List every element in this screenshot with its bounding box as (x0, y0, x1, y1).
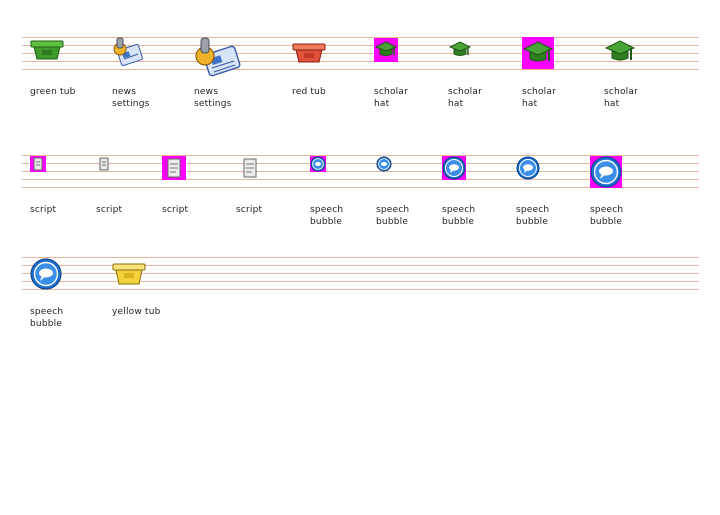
script-icon-small (96, 156, 112, 172)
speech-bubble-icon-16 (376, 156, 392, 172)
script-icon-large-magenta (162, 156, 186, 180)
red-tub-icon (292, 42, 326, 64)
icon-row-1-guides (22, 37, 699, 70)
label-speech-bubble-4: speech bubble (516, 205, 550, 227)
label-speech-bubble-2: speech bubble (376, 205, 410, 227)
speech-bubble-icon-32-magenta (590, 156, 622, 188)
label-speech-bubble-6: speech bubble (30, 307, 64, 329)
label-scholar-hat-2: scholar hat (448, 87, 482, 109)
label-script-1: script (30, 205, 57, 215)
script-icon-large (238, 156, 262, 180)
speech-bubble-icon-16-magenta (310, 156, 326, 172)
label-news-settings-large: news settings (194, 87, 232, 109)
speech-bubble-icon-24 (516, 156, 540, 180)
green-tub-icon (30, 39, 64, 61)
icon-row-3-guides (22, 257, 699, 290)
label-red-tub: red tub (292, 87, 326, 97)
label-script-3: script (162, 205, 189, 215)
script-icon-small-magenta (30, 156, 46, 172)
scholar-hat-icon-large (604, 38, 636, 68)
label-speech-bubble-1: speech bubble (310, 205, 344, 227)
news-settings-icon-large (192, 36, 244, 82)
speech-bubble-icon-32 (30, 258, 62, 290)
label-scholar-hat-4: scholar hat (604, 87, 638, 109)
icon-row-2-guides (22, 155, 699, 188)
label-script-2: script (96, 205, 123, 215)
speech-bubble-icon-24-magenta (442, 156, 466, 180)
label-speech-bubble-3: speech bubble (442, 205, 476, 227)
label-script-4: script (236, 205, 263, 215)
label-green-tub: green tub (30, 87, 76, 97)
label-scholar-hat-3: scholar hat (522, 87, 556, 109)
scholar-hat-icon-large-magenta (522, 37, 554, 69)
label-speech-bubble-5: speech bubble (590, 205, 624, 227)
label-news-settings-small: news settings (112, 87, 150, 109)
label-scholar-hat-1: scholar hat (374, 87, 408, 109)
scholar-hat-icon-small (448, 40, 472, 60)
news-settings-icon-small (110, 36, 146, 70)
label-yellow-tub: yellow tub (112, 307, 161, 317)
yellow-tub-icon (112, 262, 146, 286)
scholar-hat-icon-small-magenta (374, 38, 398, 62)
